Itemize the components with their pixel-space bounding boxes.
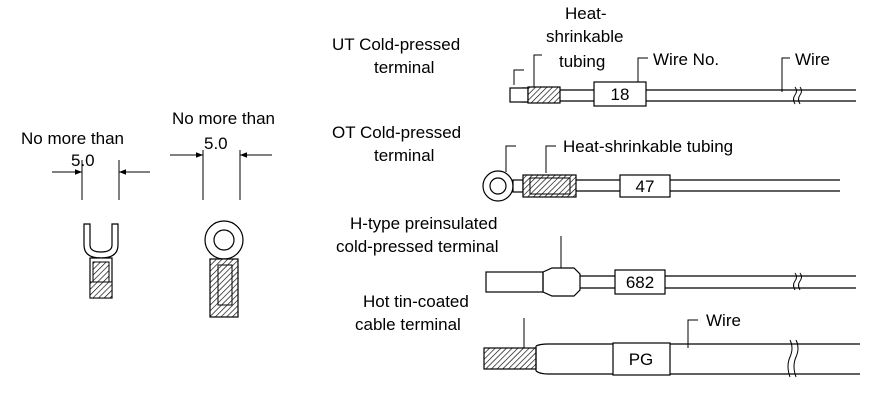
ut-wire-leader [781, 57, 790, 92]
tin-wire-label: Wire [706, 311, 741, 330]
ut-terminal-row: UT Cold-pressed terminal Heat- shrinkabl… [332, 4, 856, 107]
ring-terminal-dimension: No more than 5.0 [170, 109, 275, 318]
spade-dimension-label: No more than [21, 129, 124, 148]
ut-terminal-leader [513, 69, 524, 85]
ot-tubing-leader [545, 145, 556, 173]
ut-wire-break-icon [793, 86, 802, 105]
tin-cable-bottom [535, 370, 860, 375]
tin-wire-leader [687, 319, 698, 348]
ut-tubing-label-line2: shrinkable [546, 27, 624, 46]
ot-terminal-row: OT Cold-pressed terminal Heat-shrinkable… [332, 123, 840, 202]
ring-terminal-icon [204, 220, 244, 318]
tin-terminal-row: Hot tin-coated cable terminal Wire PG [355, 292, 860, 378]
h-terminal-row: H-type preinsulated cold-pressed termina… [336, 214, 856, 297]
tin-wire-marker-text: PG [629, 350, 654, 369]
tin-cable-top [535, 343, 860, 347]
ut-heat-shrink-tubing [527, 86, 561, 104]
ot-tubing-label: Heat-shrinkable tubing [563, 137, 733, 156]
ot-label-line1: OT Cold-pressed [332, 123, 461, 142]
ut-wire-marker-text: 18 [611, 85, 630, 104]
ot-ring-icon [482, 170, 524, 202]
tin-cable-break-icon [787, 339, 799, 378]
ot-terminal-leader [505, 145, 516, 172]
ot-wire-marker-text: 47 [636, 177, 655, 196]
h-wire-marker [614, 269, 666, 295]
spade-terminal-icon [83, 223, 119, 299]
h-wire-marker-text: 682 [626, 273, 654, 292]
ot-label-line2: terminal [374, 146, 434, 165]
tin-label-line2: cable terminal [355, 315, 461, 334]
ut-tubing-label-line1: Heat- [565, 4, 607, 23]
ut-wire-no-leader [637, 57, 648, 82]
ut-wire-label: Wire [795, 50, 830, 69]
spade-terminal-dimension: No more than 5.0 [21, 129, 150, 299]
h-terminal-barrel [485, 271, 544, 293]
spade-dimension-value: 5.0 [71, 151, 95, 170]
tin-coated-conductor [483, 347, 537, 370]
ut-label-line2: terminal [374, 58, 434, 77]
ut-tubing-label-line3: tubing [559, 52, 605, 71]
ring-dimension-value: 5.0 [204, 134, 228, 153]
ut-wire-no-label: Wire No. [653, 50, 719, 69]
h-label-line1: H-type preinsulated [350, 214, 497, 233]
ut-tubing-leader [533, 54, 542, 88]
h-terminal-insulator [542, 267, 581, 297]
ot-heat-shrink-tubing [522, 174, 577, 198]
ot-wire-marker [619, 174, 671, 198]
tin-label-line1: Hot tin-coated [363, 292, 469, 311]
ut-label-line1: UT Cold-pressed [332, 35, 460, 54]
ut-wire-marker [593, 81, 647, 107]
h-wire-break-icon [793, 272, 802, 291]
ring-dimension-label: No more than [172, 109, 275, 128]
tin-wire-marker [612, 342, 671, 376]
h-label-line2: cold-pressed terminal [336, 237, 499, 256]
